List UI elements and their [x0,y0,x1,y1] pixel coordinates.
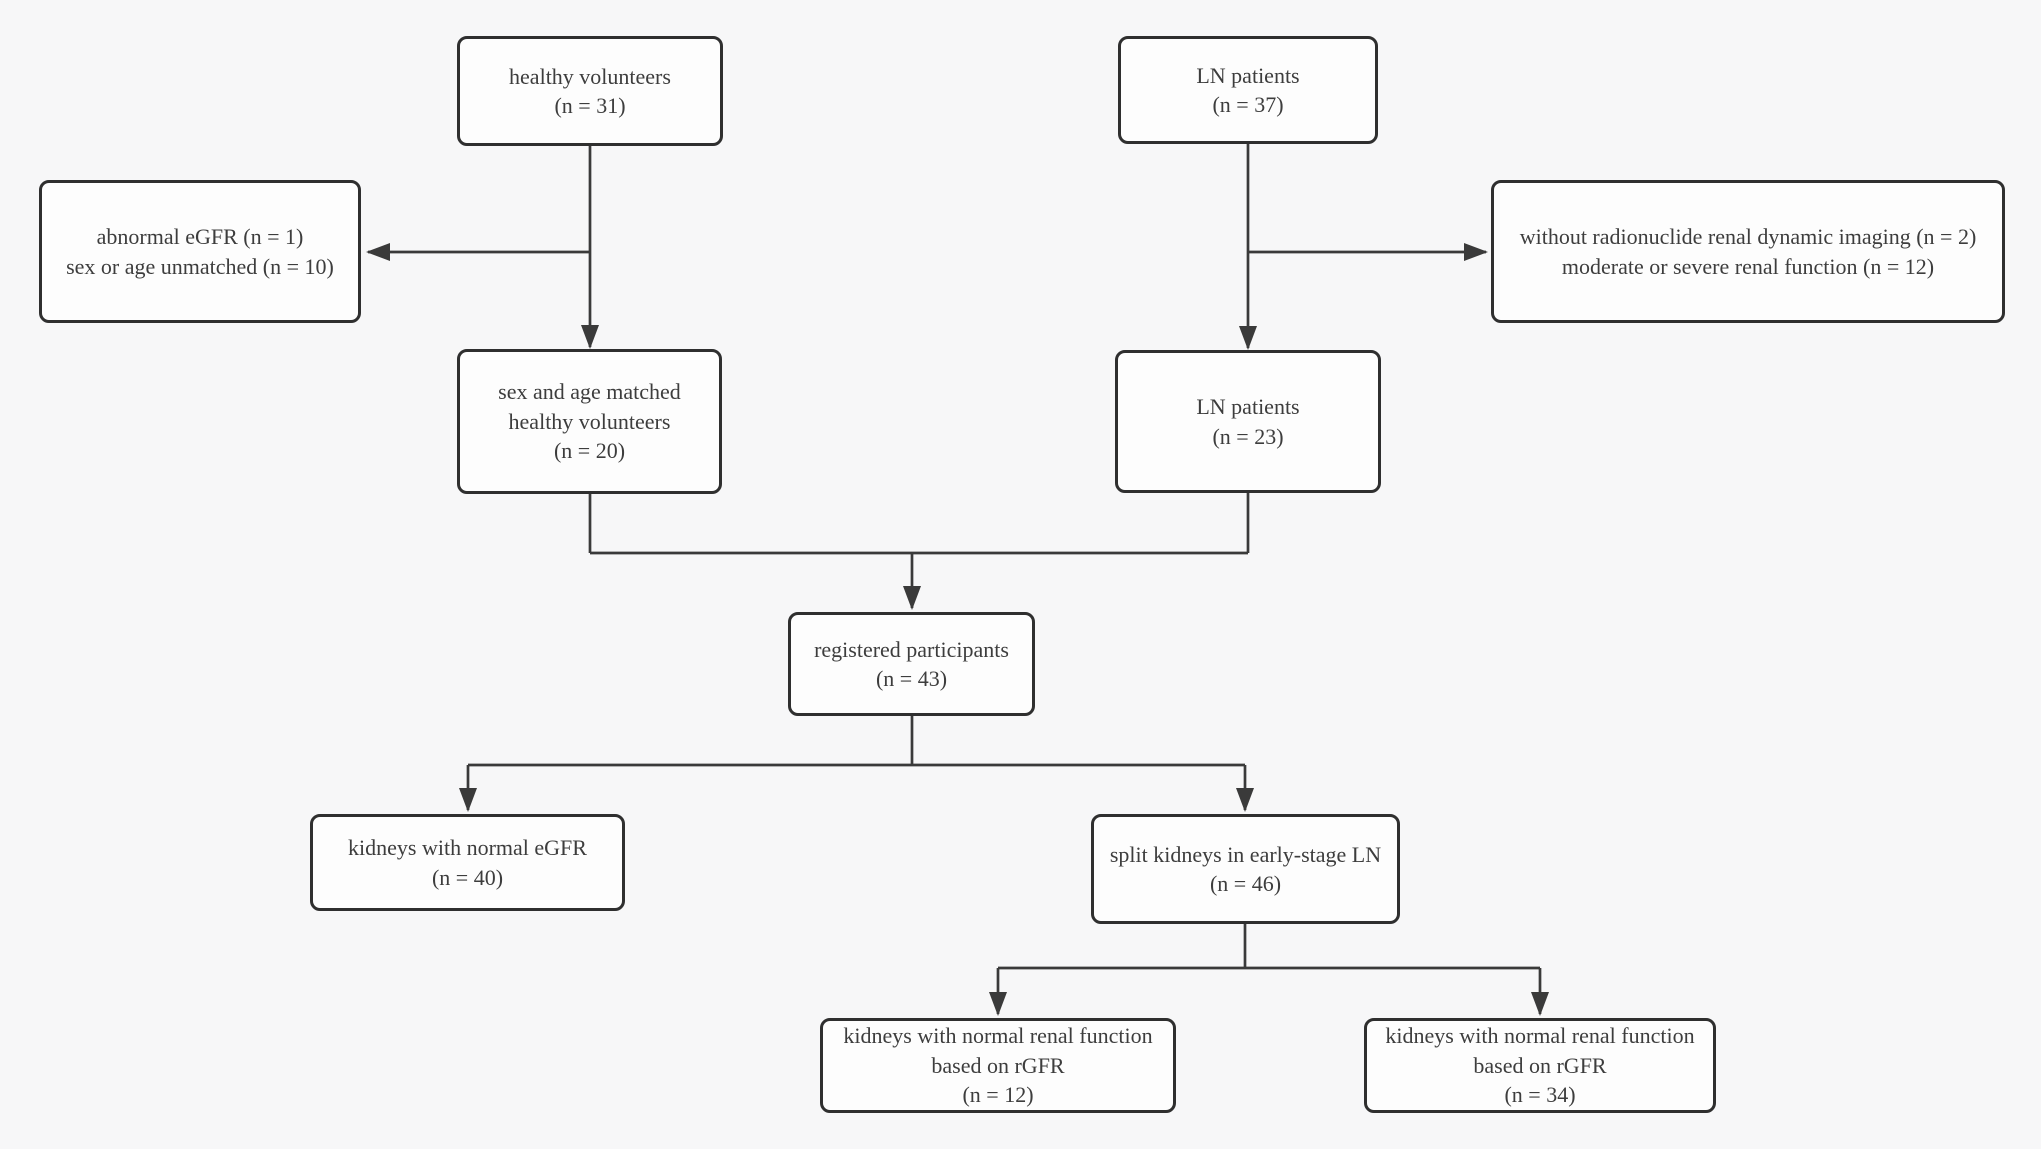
node-label-line: sex or age unmatched (n = 10) [66,253,334,279]
node-kidneys-normal-egfr: kidneys with normal eGFR (n = 40) [310,814,625,911]
node-ln-patients-included: LN patients (n = 23) [1115,350,1381,493]
node-ln-patients-initial: LN patients (n = 37) [1118,36,1378,144]
node-label-line: sex and age matched [498,379,681,405]
node-label-line: based on rGFR [931,1052,1065,1078]
node-label-line: healthy volunteers [508,408,671,434]
node-matched-volunteers: sex and age matched healthy volunteers (… [457,349,722,494]
node-label-line: kidneys with normal renal function [1385,1023,1695,1049]
node-label-line: (n = 20) [553,438,626,464]
node-kidneys-rgfr-12: kidneys with normal renal function based… [820,1018,1176,1113]
node-label-line: healthy volunteers [509,63,671,89]
node-label-line: kidneys with normal eGFR [348,835,587,861]
node-label-line: (n = 43) [875,666,948,691]
node-label-line: split kidneys in early-stage LN [1109,841,1382,867]
node-label-line: (n = 40) [431,864,504,890]
node-label-line: moderate or severe renal function (n = 1… [1561,253,1935,279]
node-label-line: kidneys with normal renal function [843,1023,1153,1049]
node-label-line: (n = 46) [1209,871,1282,896]
node-label-line: LN patients [1196,62,1300,88]
node-split-kidneys-early-ln: split kidneys in early-stage LN (n = 46) [1091,814,1400,924]
node-label-line: LN patients [1196,394,1300,420]
node-label-line: without radionuclide renal dynamic imagi… [1519,224,1977,250]
node-kidneys-rgfr-34: kidneys with normal renal function based… [1364,1018,1716,1113]
node-label-line: (n = 12) [962,1082,1034,1108]
node-registered-participants: registered participants (n = 43) [788,612,1035,716]
node-label-line: (n = 31) [554,93,626,118]
node-healthy-volunteers: healthy volunteers (n = 31) [457,36,723,146]
node-label-line: (n = 34) [1504,1082,1576,1108]
node-label-line: (n = 23) [1212,423,1284,449]
node-excluded-volunteers: abnormal eGFR (n = 1) sex or age unmatch… [39,180,361,323]
node-label-line: based on rGFR [1473,1052,1607,1078]
node-excluded-ln-patients: without radionuclide renal dynamic imagi… [1491,180,2005,323]
node-label-line: registered participants [814,636,1009,662]
node-label-line: (n = 37) [1212,92,1284,117]
node-label-line: abnormal eGFR (n = 1) [96,224,304,250]
